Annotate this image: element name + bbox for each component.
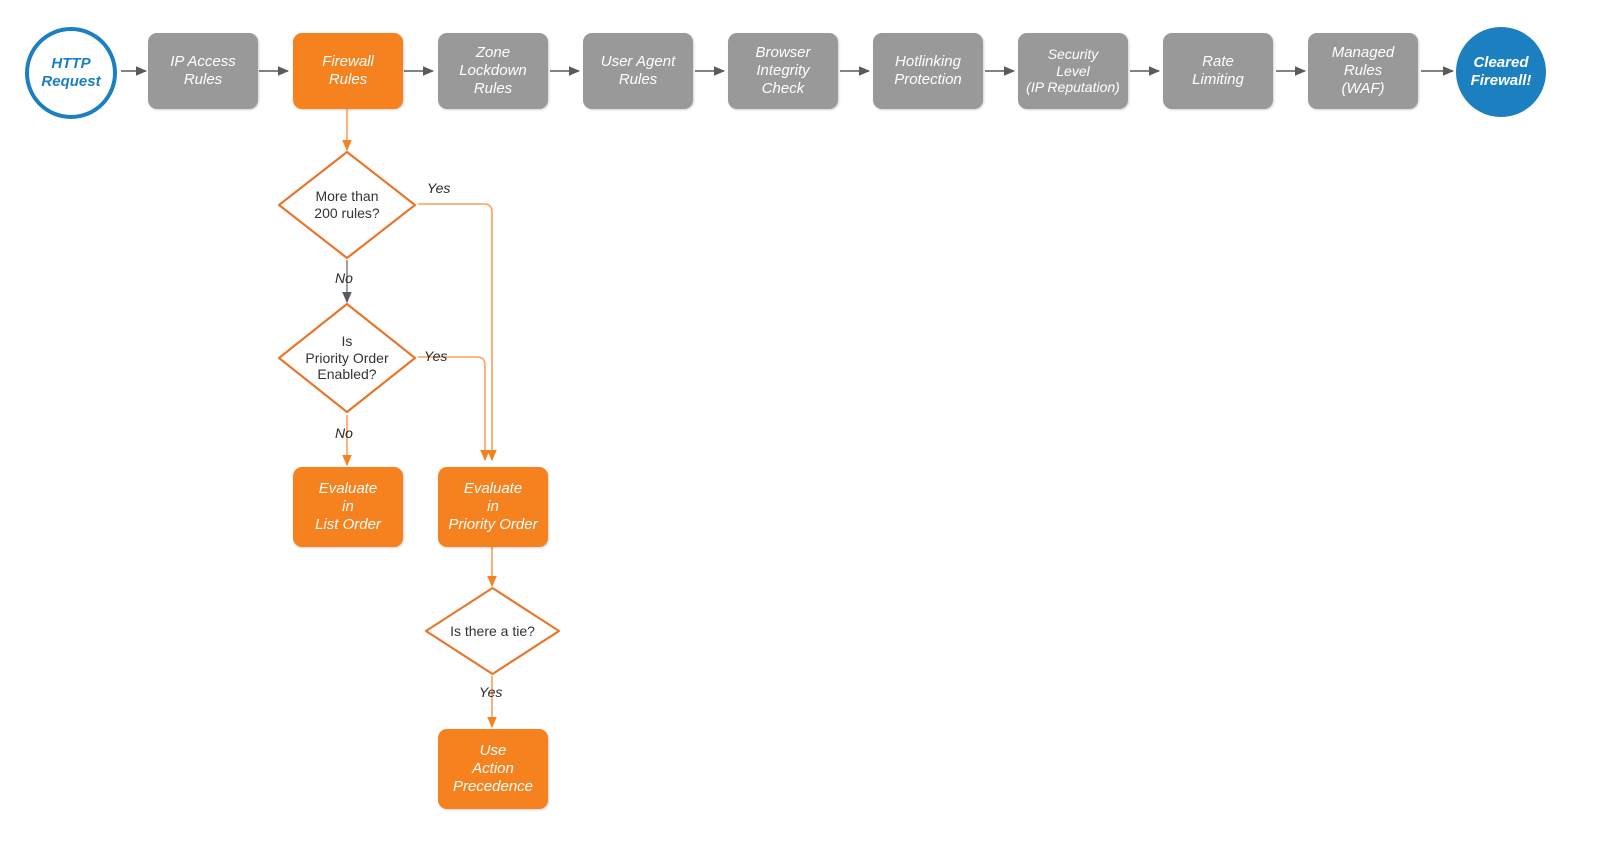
node-managed-rules-waf[interactable]: Managed Rules (WAF)	[1308, 33, 1418, 109]
node-is-there-a-tie[interactable]: Is there a tie?	[424, 586, 561, 676]
node-evaluate-in-priority-order-label: Evaluate in Priority Order	[448, 480, 538, 533]
edge-label-more200-yes: Yes	[427, 180, 451, 196]
node-http-request-label: HTTP Request	[41, 55, 101, 90]
node-ip-access-rules-label: IP Access Rules	[170, 53, 236, 88]
node-evaluate-in-list-order-label: Evaluate in List Order	[315, 480, 381, 533]
edge-label-priority-no: No	[335, 425, 353, 441]
edge-label-priority-yes: Yes	[424, 348, 448, 364]
diamond-shape-is-priority-order-enabled	[277, 302, 417, 414]
node-firewall-rules-label: Firewall Rules	[322, 53, 374, 88]
node-zone-lockdown-rules-label: Zone Lockdown Rules	[459, 44, 527, 97]
edge-label-more200-no: No	[335, 270, 353, 286]
node-browser-integrity-check-label: Browser Integrity Check	[755, 44, 811, 97]
node-use-action-precedence-label: Use Action Precedence	[452, 742, 534, 795]
node-more-than-200-rules[interactable]: More than 200 rules?	[277, 150, 417, 260]
node-hotlinking-protection-label: Hotlinking Protection	[894, 53, 962, 88]
node-security-level[interactable]: Security Level (IP Reputation)	[1018, 33, 1128, 109]
node-evaluate-in-list-order[interactable]: Evaluate in List Order	[293, 467, 403, 547]
node-firewall-rules[interactable]: Firewall Rules	[293, 33, 403, 109]
node-ip-access-rules[interactable]: IP Access Rules	[148, 33, 258, 109]
node-security-level-label: Security Level (IP Reputation)	[1026, 46, 1120, 96]
node-zone-lockdown-rules[interactable]: Zone Lockdown Rules	[438, 33, 548, 109]
node-rate-limiting-label: Rate Limiting	[1192, 53, 1244, 88]
node-browser-integrity-check[interactable]: Browser Integrity Check	[728, 33, 838, 109]
edge-more200-yes-to-priorityorder	[418, 203, 497, 462]
node-is-priority-order-enabled-label: Is Priority Order Enabled?	[305, 332, 389, 383]
node-evaluate-in-priority-order[interactable]: Evaluate in Priority Order	[438, 467, 548, 547]
diamond-shape-more-than-200-rules	[277, 150, 417, 260]
node-is-priority-order-enabled[interactable]: Is Priority Order Enabled?	[277, 302, 417, 414]
node-use-action-precedence[interactable]: Use Action Precedence	[438, 729, 548, 809]
node-more-than-200-rules-label: More than 200 rules?	[314, 188, 380, 221]
node-hotlinking-protection[interactable]: Hotlinking Protection	[873, 33, 983, 109]
node-cleared-firewall-label: Cleared Firewall!	[1470, 54, 1532, 89]
node-rate-limiting[interactable]: Rate Limiting	[1163, 33, 1273, 109]
node-cleared-firewall[interactable]: Cleared Firewall!	[1456, 27, 1546, 117]
node-is-there-a-tie-label: Is there a tie?	[450, 622, 535, 639]
edge-priority-yes-to-priorityorder	[418, 356, 490, 462]
diamond-shape-is-there-a-tie	[424, 586, 561, 676]
edge-label-tie-yes: Yes	[479, 684, 503, 700]
node-http-request[interactable]: HTTP Request	[25, 27, 117, 119]
node-user-agent-rules[interactable]: User Agent Rules	[583, 33, 693, 109]
node-managed-rules-waf-label: Managed Rules (WAF)	[1331, 44, 1395, 97]
node-user-agent-rules-label: User Agent Rules	[600, 53, 676, 88]
